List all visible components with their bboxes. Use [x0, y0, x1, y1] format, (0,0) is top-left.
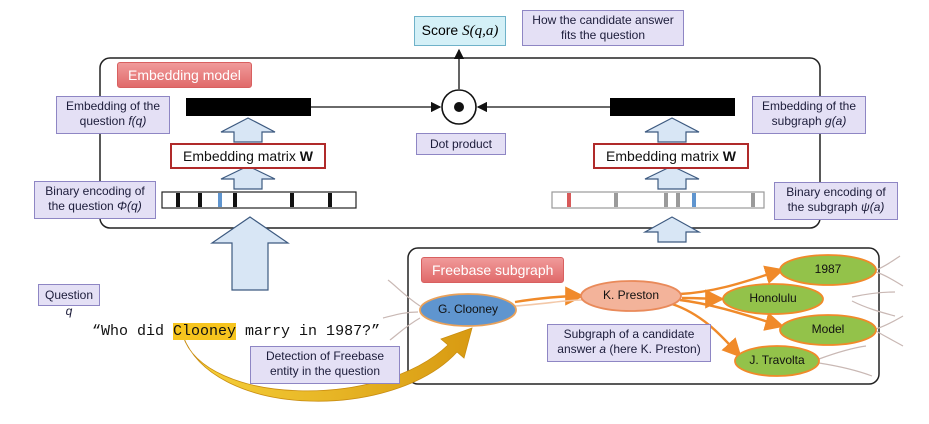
subgraph-embedding-bar: [610, 98, 735, 116]
score-description: How the candidate answer fits the questi…: [522, 10, 684, 46]
node-j-travolta-label: J. Travolta: [749, 353, 805, 367]
subgraph-embedding-matrix: Embedding matrix W: [593, 143, 749, 169]
node-1987: [779, 254, 877, 286]
node-j-travolta: [734, 345, 820, 377]
up-arrow-right-1: [644, 117, 700, 143]
subgraph-embedding-label: Embedding of the subgraph g(a): [752, 96, 866, 134]
node-k-preston-label: K. Preston: [602, 288, 660, 302]
up-arrow-right-3: [642, 216, 702, 243]
up-arrow-left-2: [220, 165, 276, 190]
detection-label: Detection of Freebase entity in the ques…: [250, 346, 400, 384]
question-text: “Who did Clooney marry in 1987?”: [92, 323, 381, 340]
freebase-subgraph-tag: Freebase subgraph: [421, 257, 565, 283]
node-model-label: Model: [811, 322, 845, 336]
entity-highlight: Clooney: [173, 323, 237, 340]
question-embedding-bar: [186, 98, 311, 116]
question-binary-encoding: [161, 191, 357, 209]
subgraph-binary-encoding: [551, 191, 765, 209]
node-model: [779, 314, 877, 346]
score-box: Score S(q,a): [414, 16, 506, 46]
node-g-clooney: [419, 293, 517, 327]
score-label: Score: [421, 22, 459, 38]
question-embedding-matrix: Embedding matrix W: [170, 143, 326, 169]
embedding-model-tag: Embedding model: [117, 62, 252, 88]
node-honolulu: [722, 283, 824, 315]
question-embedding-label: Embedding of the question f(q): [56, 96, 170, 134]
up-arrow-left-1: [220, 117, 276, 143]
up-arrow-right-2: [644, 165, 700, 190]
score-formula: S(q,a): [462, 23, 499, 39]
subgraph-description: Subgraph of a candidate answer a (here K…: [547, 324, 711, 362]
question-binary-label: Binary encoding of the question Φ(q): [34, 181, 156, 219]
freebase-subgraph-frame: [407, 247, 880, 385]
node-1987-label: 1987: [814, 262, 842, 276]
dot-product-label: Dot product: [416, 133, 506, 155]
subgraph-binary-label: Binary encoding of the subgraph ψ(a): [774, 182, 898, 220]
question-label: Question q: [38, 284, 100, 318]
node-g-clooney-label: G. Clooney: [437, 302, 499, 316]
up-arrow-left-big: [210, 216, 290, 291]
node-honolulu-label: Honolulu: [749, 291, 797, 305]
node-k-preston: [580, 280, 682, 312]
